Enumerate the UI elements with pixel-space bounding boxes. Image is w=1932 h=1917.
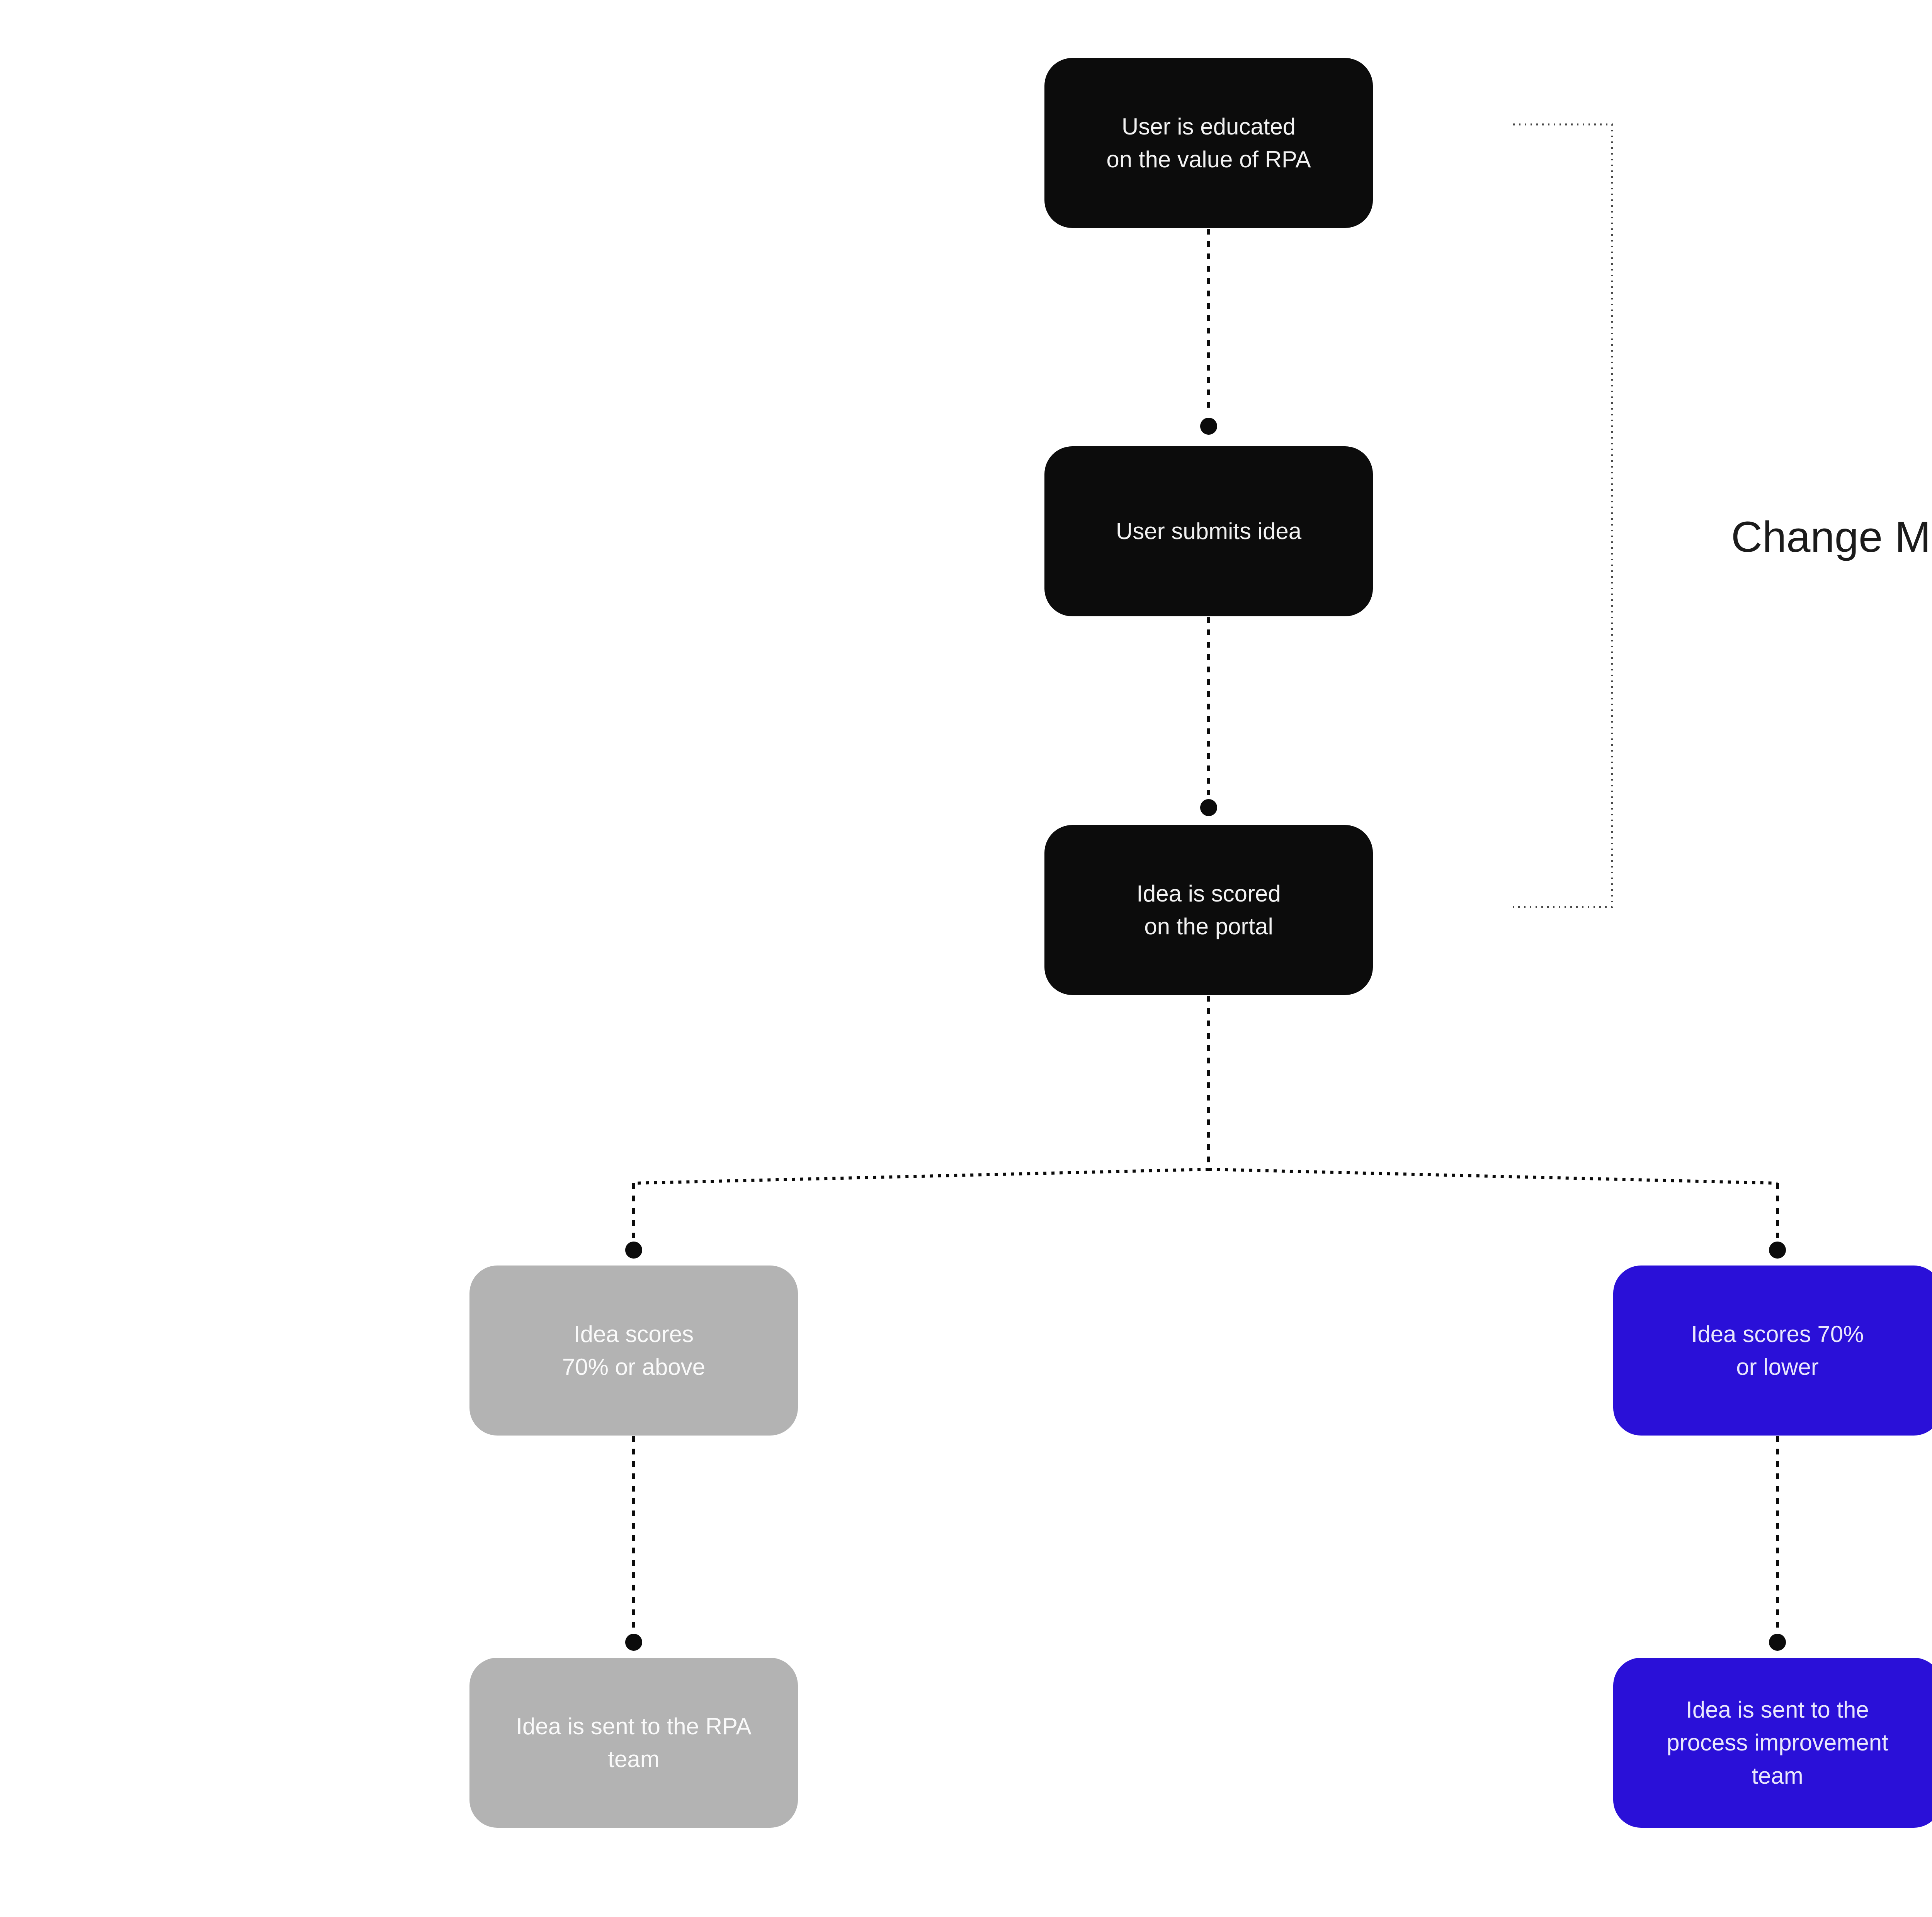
node-idea-scores-above: Idea scores 70% or above [469, 1266, 798, 1436]
node-label: Idea is sent to the RPA team [516, 1713, 752, 1772]
connector-endpoint-dot [625, 1634, 642, 1651]
node-user-educated: User is educated on the value of RPA [1044, 58, 1373, 228]
branch-line-right [1208, 1168, 1778, 1185]
node-label: Idea scores 70% or above [562, 1321, 706, 1380]
node-idea-scores-lower: Idea scores 70% or lower [1613, 1266, 1932, 1436]
node-label: Idea is scored on the portal [1136, 880, 1281, 939]
connector-endpoint-dot [1200, 418, 1217, 435]
branch-line-left [633, 1168, 1209, 1185]
bracket-change-management [1513, 123, 1613, 908]
node-idea-scored: Idea is scored on the portal [1044, 825, 1373, 995]
node-label: User is educated on the value of RPA [1106, 113, 1311, 172]
node-label: User submits idea [1116, 518, 1302, 544]
connector-endpoint-dot [1200, 799, 1217, 816]
node-label: Idea scores 70% or lower [1691, 1321, 1864, 1380]
node-user-submits-idea: User submits idea [1044, 446, 1373, 616]
annotation-change-management: Change Management [1731, 513, 1932, 561]
node-idea-sent-rpa: Idea is sent to the RPA team [469, 1658, 798, 1828]
node-label: Idea is sent to the process improvement … [1667, 1697, 1888, 1789]
node-idea-sent-process: Idea is sent to the process improvement … [1613, 1658, 1932, 1828]
connector-endpoint-dot [625, 1242, 642, 1259]
connector-endpoint-dot [1769, 1634, 1786, 1651]
connector-endpoint-dot [1769, 1242, 1786, 1259]
